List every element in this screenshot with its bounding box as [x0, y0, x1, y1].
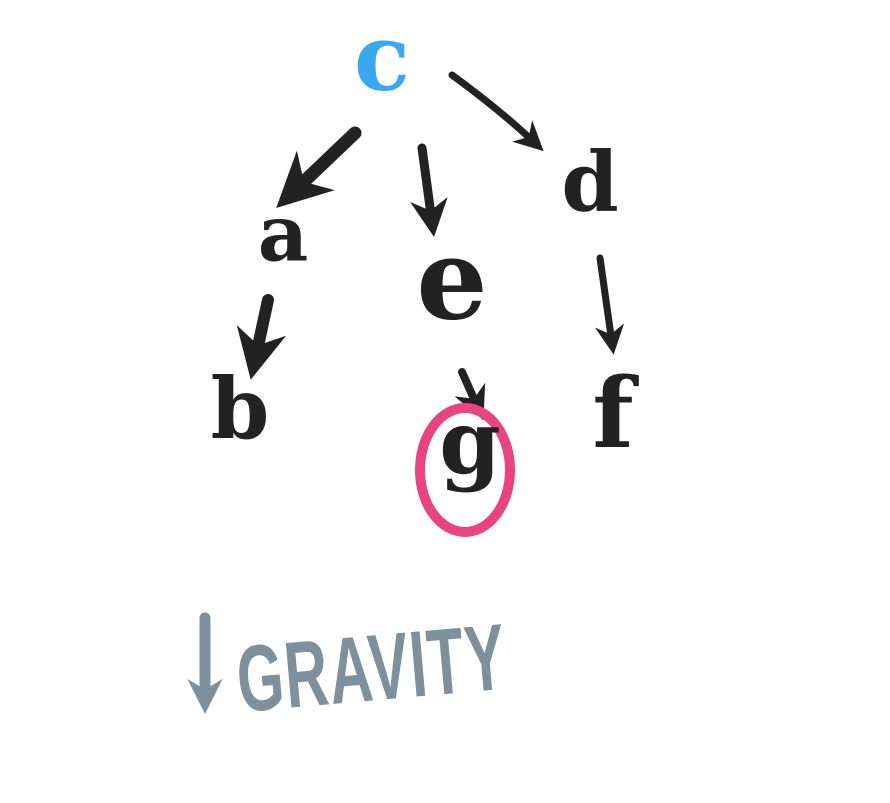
edge-c-a — [276, 126, 362, 209]
edge-c-e — [410, 143, 448, 237]
node-g: g — [439, 390, 501, 494]
edge-e-g — [454, 368, 486, 421]
node-e: e — [416, 214, 487, 345]
node-b: b — [211, 359, 270, 458]
gravity-label: GRAVITY — [187, 604, 511, 732]
node-a: a — [258, 189, 309, 280]
gravity-text: GRAVITY — [233, 604, 511, 732]
highlight-ring — [415, 403, 515, 537]
edge-a-b — [236, 294, 287, 380]
node-f: f — [592, 357, 639, 470]
edge-d-f — [594, 254, 625, 355]
node-c: c — [354, 4, 410, 112]
node-d: d — [561, 134, 618, 230]
edge-c-d — [448, 71, 544, 152]
